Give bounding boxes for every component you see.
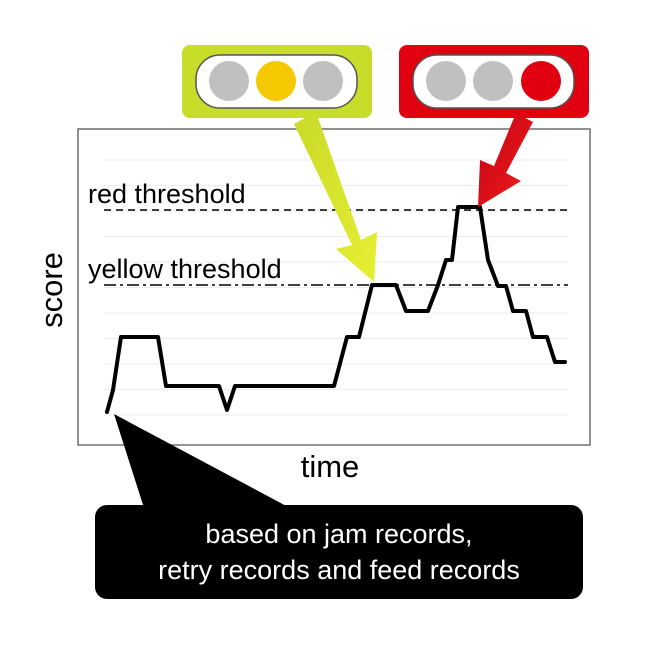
grid [104,159,568,416]
yellow-light-lamp-2 [256,61,296,101]
callout-line-2: retry records and feed records [158,555,520,585]
yellow-traffic-light [182,45,372,118]
red-traffic-light [399,45,589,118]
red-threshold-label: red threshold [88,179,246,209]
yellow-arrow [294,112,377,282]
red-arrow [478,113,533,207]
red-light-lamp-1 [426,61,466,101]
score-line [105,205,567,414]
y-axis-label: score [34,252,69,328]
yellow-threshold-label: yellow threshold [88,254,282,284]
yellow-light-lamp-3 [303,61,343,101]
red-light-lamp-3 [521,61,561,101]
red-light-lamp-2 [473,61,513,101]
x-axis-label: time [301,449,360,484]
yellow-light-lamp-1 [209,61,249,101]
callout-pointer [114,414,290,508]
callout-line-1: based on jam records, [205,519,473,549]
callout-box: based on jam records, retry records and … [95,505,583,599]
